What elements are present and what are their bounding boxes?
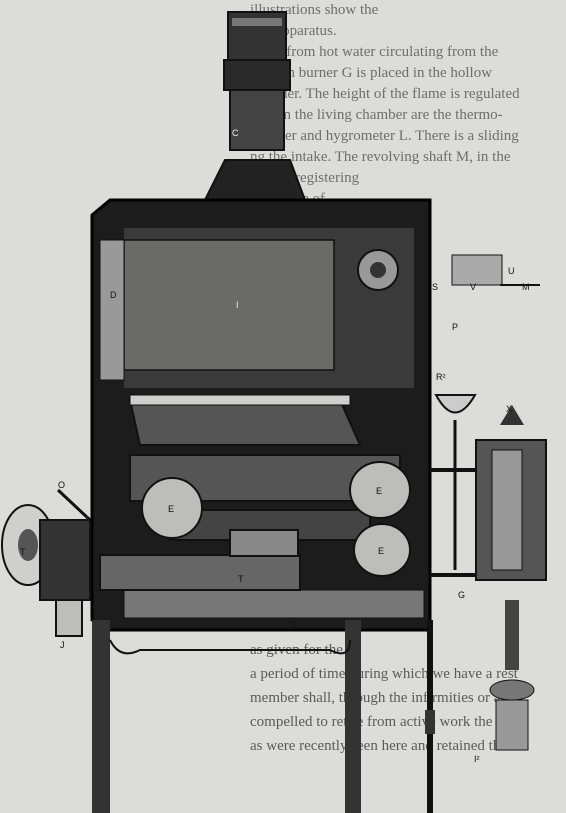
background-text-line: ng the intake. The revolving shaft M, in… (250, 149, 511, 165)
background-text-line: rometer and hygrometer L. There is a sli… (250, 128, 519, 144)
label-base: D (290, 620, 297, 630)
label-lamp: T (20, 547, 26, 557)
regulator-apparatus (357, 249, 547, 813)
label-door: D (110, 290, 117, 300)
label-p: P (452, 322, 458, 332)
label-x: X (506, 404, 512, 414)
label-pipe-e2: E (376, 486, 382, 496)
background-text-line: ained from hot water circulating from th… (250, 44, 499, 60)
background-text-line: cylinder. The height of the flame is reg… (250, 86, 520, 102)
label-j: J (60, 640, 65, 650)
label-r2: R² (436, 372, 446, 382)
figure-labels: C I D E E E T T D U M S V P R² X G J O I… (20, 128, 530, 764)
label-o: O (58, 480, 65, 490)
stand (92, 620, 361, 813)
bottom-text-line: as were recently seen here and retained … (250, 738, 507, 754)
label-i2: I² (474, 754, 480, 764)
label-rod-m: M (522, 282, 530, 292)
label-chamber: I (236, 300, 239, 310)
bottom-text-line: a period of time during which we have a … (250, 666, 518, 682)
bottom-text-line: member shall, through the infirmities or… (250, 690, 519, 706)
label-rod-u: U (508, 266, 515, 276)
label-g: G (458, 590, 465, 600)
background-text-line: Bunsen burner G is placed in the hollow (250, 65, 493, 81)
label-chimney: C (232, 128, 239, 138)
background-text-line: Within the living chamber are the thermo… (250, 107, 503, 123)
chimney (203, 11, 307, 201)
label-pipe-e1: E (168, 504, 174, 514)
lamp (1, 488, 92, 637)
label-tube: T (238, 574, 244, 584)
label-v: V (470, 282, 476, 292)
label-s: S (432, 282, 438, 292)
heating-pipes (99, 454, 411, 591)
label-pipe-e3: E (378, 546, 384, 556)
